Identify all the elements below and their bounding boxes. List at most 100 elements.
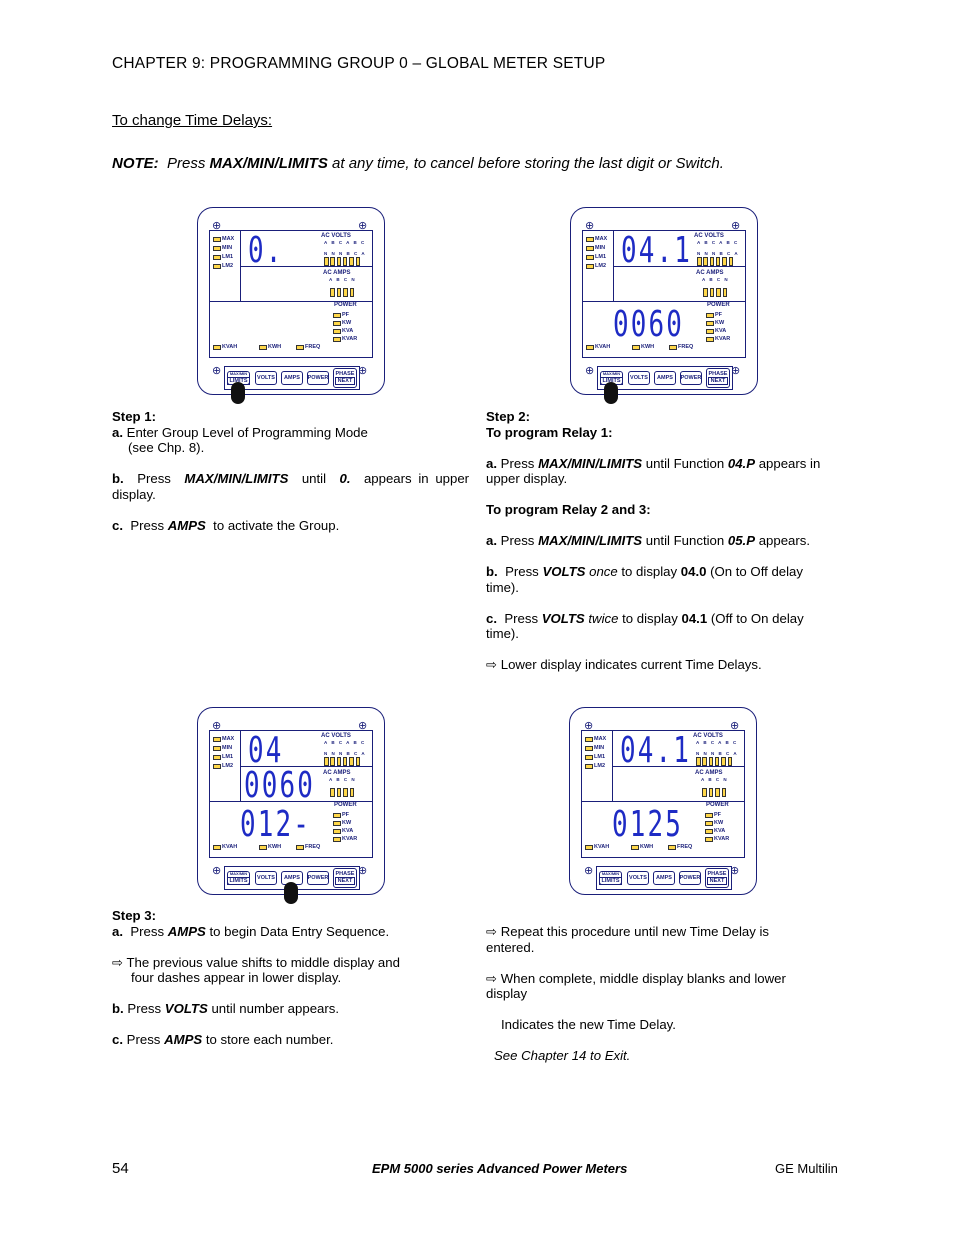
step4-text: ⇨ Repeat this procedure until new Time D… [486,924,786,1063]
power-unit-label: KW [342,820,352,826]
note-line: NOTE: Press MAX/MIN/LIMITS at any time, … [112,155,724,172]
energy-led [585,845,593,850]
power-button[interactable]: POWER [307,371,329,385]
indicator-led [213,764,221,769]
step3-text: Step 3: a. Press AMPS to begin Data Entr… [112,908,400,1047]
phase-led [709,257,715,266]
screw-icon: ⊕ [584,865,594,877]
power-unit-label: KVA [715,328,727,334]
power-led [333,837,341,842]
power-led [705,837,713,842]
power-button[interactable]: POWER [307,871,329,885]
power-label: POWER [707,302,730,308]
phase-led [721,757,726,766]
phase-led [714,757,720,766]
ac-amps-label: AC AMPS [696,270,724,276]
phase-led [349,257,354,266]
power-button[interactable]: POWER [679,871,701,885]
screw-icon: ⊕ [358,365,368,377]
energy-label: KWH [268,844,282,850]
energy-label: FREQ [678,344,694,350]
upper-display: 04 [248,730,284,771]
footer-title: EPM 5000 series Advanced Power Meters [372,1161,628,1176]
step2-text: Step 2: To program Relay 1: a. Press MAX… [486,409,821,672]
indicator-label: MIN [222,745,233,751]
energy-label: KWH [268,344,282,350]
screw-icon: ⊕ [212,720,222,732]
volts-phases-top: A B C A B C [324,740,366,745]
indicator-led [585,746,593,751]
amps-button[interactable]: AMPS [654,371,676,385]
phase-led [349,757,354,766]
power-led [333,329,341,334]
energy-led [631,845,639,850]
power-unit-label: KVA [342,328,354,334]
amps-led [721,788,726,797]
amps-led [722,288,727,297]
ac-volts-label: AC VOLTS [321,733,351,739]
indicator-led [213,755,221,760]
volts-button[interactable]: VOLTS [627,871,649,885]
indicator-led [213,746,221,751]
power-button[interactable]: POWER [680,371,702,385]
amps-button[interactable]: AMPS [281,371,303,385]
amps-phases: A B C N [329,277,357,282]
power-label: POWER [334,302,357,308]
screw-icon: ⊕ [731,365,741,377]
energy-label: KWH [641,344,655,350]
energy-led [586,345,594,350]
phase-led [342,757,348,766]
screw-icon: ⊕ [731,220,741,232]
energy-led [669,345,677,350]
ac-volts-label: AC VOLTS [694,233,724,239]
phase-led [703,257,708,266]
power-unit-label: PF [714,812,722,818]
energy-led [213,345,221,350]
volts-phases-bottom: N N N B C A [696,751,739,756]
volts-phases-top: A B C A B C [324,240,366,245]
energy-led [259,845,267,850]
page-number: 54 [112,1160,129,1177]
indicator-label: LM2 [222,263,233,269]
volts-button[interactable]: VOLTS [255,371,277,385]
power-led [706,321,714,326]
amps-led [703,288,708,297]
power-unit-label: KW [342,320,352,326]
energy-label: KVAH [594,844,610,850]
indicator-led [586,264,594,269]
phase-led [324,757,329,766]
volts-button[interactable]: VOLTS [628,371,650,385]
power-led [705,813,713,818]
energy-led [632,345,640,350]
ac-amps-label: AC AMPS [695,770,723,776]
volts-phases-bottom: N N N B C A [697,251,740,256]
volts-phases-top: A B C A B C [697,240,739,245]
volts-button[interactable]: VOLTS [255,871,277,885]
amps-led [330,288,335,297]
phase-led [355,257,360,266]
power-led [333,829,341,834]
indicator-led [586,246,594,251]
indicator-led [585,755,593,760]
energy-led [296,345,304,350]
amps-button[interactable]: AMPS [653,871,675,885]
amps-led [709,288,714,297]
phase-led [715,257,721,266]
energy-label: FREQ [677,844,693,850]
amps-led [716,288,721,297]
power-unit-label: KVAR [342,336,358,342]
amps-phases: A B C N [701,777,729,782]
power-led [705,821,713,826]
ac-volts-label: AC VOLTS [321,233,351,239]
